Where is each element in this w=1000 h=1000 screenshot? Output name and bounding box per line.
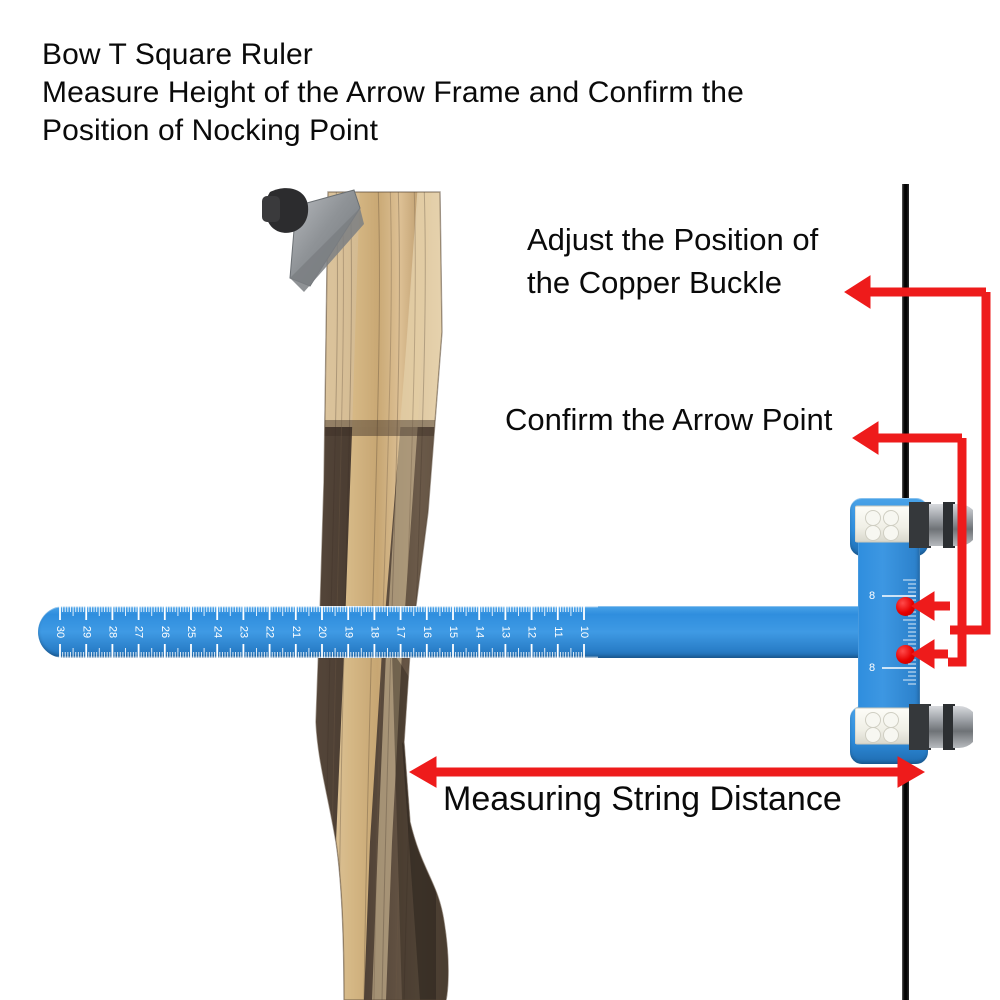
clip-screw-1 (865, 510, 881, 526)
ruler-vertical-label: 8 (869, 662, 875, 674)
clip-screw-4 (883, 727, 899, 743)
ruler-label: 30 (54, 626, 66, 638)
clip-steel-body (929, 504, 945, 546)
ruler-label: 20 (316, 626, 328, 638)
clip-screw-3 (865, 525, 881, 541)
ruler-label: 28 (106, 626, 118, 638)
ruler-label: 11 (552, 626, 564, 637)
ruler-label: 12 (526, 626, 538, 638)
ruler-horizontal-graduations: 30 29 28 27 26 25 24 23 22 21 20 19 18 17 16 15 14 13 12 11… (38, 606, 598, 658)
plunger-shaft (262, 196, 280, 222)
clip-dark-band-1 (909, 502, 931, 548)
callout-copper-line-2: the Copper Buckle (527, 265, 783, 300)
ruler-label: 13 (499, 626, 511, 638)
clip-dark-band-2 (943, 704, 955, 750)
ruler-label: 21 (290, 626, 302, 638)
nocking-clip-bottom[interactable] (855, 704, 973, 752)
ruler-label: 24 (211, 626, 223, 638)
callout-arrow-point: Confirm the Arrow Point (505, 402, 833, 437)
callout-string-distance: Measuring String Distance (443, 780, 842, 818)
sight-window-shelf (290, 208, 364, 292)
clip-screw-4 (883, 525, 899, 541)
nocking-point-dot-upper (896, 597, 915, 616)
ruler-label: 10 (578, 626, 590, 638)
ruler-label: 17 (395, 626, 407, 638)
bow-riser-svg (262, 188, 449, 1000)
ruler-label: 22 (264, 626, 276, 638)
callout-copper-line-1: Adjust the Position of (527, 222, 819, 257)
callout-copper-buckle: Adjust the Position of the Copper Buckle (527, 218, 818, 304)
clip-steel-body (929, 706, 945, 748)
ruler-vertical-label: 8 (869, 590, 875, 602)
clip-screw-1 (865, 712, 881, 728)
ruler-label: 16 (421, 626, 433, 638)
page-title: Bow T Square Ruler Measure Height of the… (42, 36, 972, 150)
ruler-label: 18 (368, 626, 380, 638)
title-line-2: Measure Height of the Arrow Frame and Co… (42, 76, 744, 109)
ruler-label: 23 (237, 626, 249, 638)
ruler-vertical-graduations: 88 (869, 579, 916, 685)
clip-screw-3 (865, 727, 881, 743)
ruler-label: 27 (133, 626, 145, 638)
ruler-label: 15 (447, 626, 459, 638)
title-line-3: Position of Nocking Point (42, 114, 379, 147)
nocking-clip-top[interactable] (855, 502, 973, 550)
ruler-label: 25 (185, 626, 197, 638)
clip-screw-2 (883, 510, 899, 526)
ruler-label: 19 (342, 626, 354, 638)
clip-rounded-end (953, 706, 973, 748)
clip-rounded-end (953, 504, 973, 546)
bow-riser-illustration (232, 182, 532, 1000)
clip-screw-2 (883, 712, 899, 728)
title-line-1: Bow T Square Ruler (42, 38, 313, 71)
ruler-label: 26 (159, 626, 171, 638)
t-square-ruler[interactable]: 30 29 28 27 26 25 24 23 22 21 20 19 18 17 16 15 14 13 12 11… (38, 498, 988, 764)
ruler-label: 29 (80, 626, 92, 638)
ruler-label: 14 (473, 626, 485, 638)
nocking-point-dot-lower (896, 645, 915, 664)
clip-dark-band-1 (909, 704, 931, 750)
